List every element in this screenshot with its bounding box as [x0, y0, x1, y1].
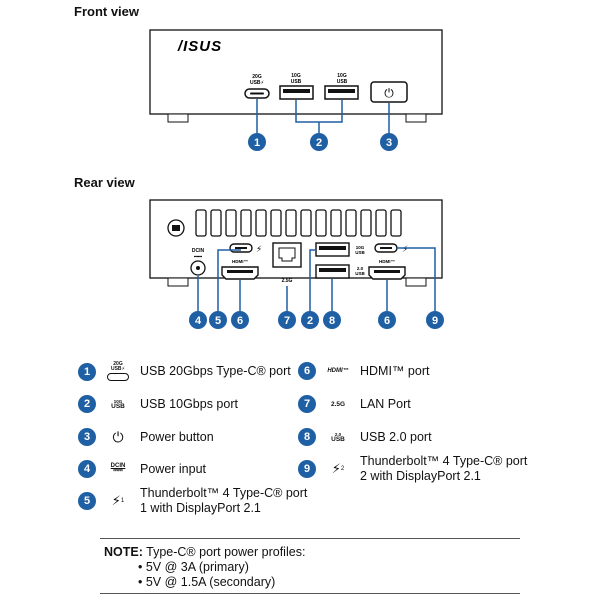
svg-text:⎓⎓: ⎓⎓: [194, 254, 202, 260]
svg-text:4: 4: [195, 315, 202, 327]
front-usb10-label-b1: 10G: [337, 73, 347, 79]
rear-callout-8: [323, 311, 341, 329]
legend-label-5: Thunderbolt™ 4 Type-C® port 1 with Displ…: [140, 486, 308, 515]
legend-item-4: 4 DCIN ⎓⎓ Power input: [78, 460, 206, 478]
svg-text:8: 8: [329, 315, 335, 327]
front-view-title: Front view: [74, 4, 140, 19]
legend-item-3: 3 ⏻ Power button: [78, 428, 214, 446]
legend-label-4: Power input: [140, 461, 207, 476]
svg-text:3: 3: [386, 137, 392, 149]
rear-view-title: Rear view: [74, 175, 135, 190]
thunderbolt-1-icon: ⚡1: [111, 493, 125, 508]
note-text: Type-C® port power profiles:: [146, 545, 306, 559]
svg-text:2.0: 2.0: [357, 266, 364, 271]
power-icon: ⏻: [112, 428, 124, 445]
svg-text:5: 5: [215, 315, 221, 327]
legend-item-5: 5 ⚡1 Thunderbolt™ 4 Type-C® port 1 with …: [78, 486, 307, 516]
svg-text:2: 2: [316, 137, 322, 149]
note-bottom-rule: [100, 593, 520, 594]
hdmi-icon: HDMI™: [327, 367, 349, 374]
svg-text:USB: USB: [355, 271, 365, 276]
front-view-diagram: /ISUS 20G USB⚡ 10G USB 10G USB ⏻ 1 2 3: [149, 29, 443, 151]
front-usb10-label-b2: USB: [337, 79, 348, 85]
front-power-icon: ⏻: [384, 86, 394, 100]
front-power-button: [370, 81, 408, 103]
front-foot-right: [405, 113, 427, 123]
legend-label-1: USB 20Gbps Type-C® port: [140, 364, 291, 378]
front-callout-3: [380, 133, 398, 151]
lan-icon: 2.5G: [330, 400, 346, 408]
svg-text:7: 7: [284, 315, 290, 327]
brand-logo: /ISUS: [177, 38, 222, 55]
svg-text:6: 6: [384, 315, 390, 327]
front-usbc-label-1: 20G: [252, 74, 262, 80]
rear-callout-7: [278, 311, 296, 329]
legend-label-6: HDMI™ port: [360, 363, 430, 378]
note-label: NOTE:: [104, 545, 143, 559]
note-bullet-1: • 5V @ 3A (primary): [138, 560, 249, 574]
rear-view-diagram: DCIN ⎓⎓ ⚡ HDMI™ 2.5G 10G USB 2.0 USB ⚡ H…: [149, 199, 444, 329]
front-usbc-label-2: USB⚡: [250, 80, 265, 86]
rear-callout-6b: [378, 311, 396, 329]
rear-callout-4: [189, 311, 207, 329]
legend-label-3: Power button: [140, 429, 214, 444]
note-top-rule: [100, 538, 520, 539]
legend-label-9: Thunderbolt™ 4 Type-C® port 2 with Displ…: [360, 454, 528, 483]
note-block: NOTE: Type-C® port power profiles: • 5V …: [104, 545, 305, 590]
svg-text:10G: 10G: [356, 245, 365, 250]
front-foot-left: [167, 113, 189, 123]
front-usb10-label-a2: USB: [291, 79, 302, 85]
legend-label-2: USB 10Gbps port: [140, 396, 238, 411]
front-callout-2: [310, 133, 328, 151]
svg-text:6: 6: [237, 315, 243, 327]
legend-label-7: LAN Port: [360, 396, 411, 411]
rear-callout-6a: [231, 311, 249, 329]
svg-text:2.5G: 2.5G: [282, 278, 293, 284]
svg-text:HDMI™: HDMI™: [232, 259, 248, 264]
svg-text:2: 2: [307, 315, 313, 327]
svg-text:1: 1: [254, 137, 260, 149]
dcin-icon: DCIN ⎓⎓: [110, 463, 126, 474]
svg-text:⚡: ⚡: [256, 244, 262, 254]
note-bullet-2: • 5V @ 1.5A (secondary): [138, 575, 276, 589]
legend-item-6: 6 HDMI™ HDMI™ port: [298, 362, 429, 380]
rear-callout-9: [426, 311, 444, 329]
rear-vents: [195, 209, 402, 237]
thunderbolt-2-icon: ⚡2: [331, 461, 345, 476]
rear-callout-2: [301, 311, 319, 329]
rear-callout-5: [209, 311, 227, 329]
front-callout-1: [248, 133, 266, 151]
front-usb10-label-a1: 10G: [291, 73, 301, 79]
svg-text:USB: USB: [355, 250, 365, 255]
svg-text:⚡: ⚡: [402, 244, 408, 254]
svg-text:HDMI™: HDMI™: [379, 259, 395, 264]
svg-text:DCIN: DCIN: [192, 248, 205, 254]
legend-label-8: USB 2.0 port: [360, 429, 432, 444]
svg-text:9: 9: [432, 315, 438, 327]
legend-item-7: 7 2.5G LAN Port: [298, 395, 411, 413]
legend-item-9: 9 ⚡2 Thunderbolt™ 4 Type-C® port 2 with …: [298, 454, 527, 484]
